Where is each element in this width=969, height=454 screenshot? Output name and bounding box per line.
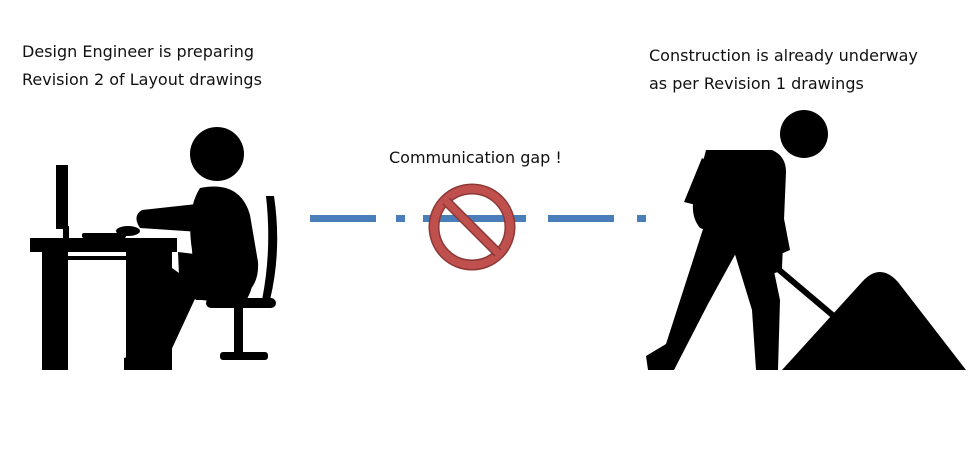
worker-back-leg <box>646 226 742 370</box>
construction-caption-line-2: as per Revision 1 drawings <box>649 74 864 93</box>
engineer-at-desk-icon <box>30 127 278 370</box>
construction-worker-icon <box>646 110 966 370</box>
prohibition-icon <box>428 183 516 271</box>
dash-segment <box>396 215 405 222</box>
communication-gap-label: Communication gap ! <box>389 148 562 167</box>
dash-segment <box>548 215 614 222</box>
engineer-caption: Design Engineer is preparing Revision 2 … <box>22 38 262 94</box>
chair-icon <box>206 196 278 360</box>
engineer-head-icon <box>190 127 244 181</box>
monitor-stand <box>63 226 69 238</box>
communication-dash-line <box>310 215 646 222</box>
worker-front-leg <box>730 238 780 370</box>
worker-head-icon <box>780 110 828 158</box>
worker-front-arm <box>758 156 790 256</box>
monitor-icon <box>56 165 68 229</box>
construction-caption: Construction is already underway as per … <box>649 42 918 98</box>
keyboard-icon <box>82 233 126 238</box>
construction-caption-line-1: Construction is already underway <box>649 46 918 65</box>
engineer-caption-line-2: Revision 2 of Layout drawings <box>22 70 262 89</box>
engineer-leg <box>124 268 200 370</box>
engineer-caption-line-1: Design Engineer is preparing <box>22 42 255 61</box>
worker-back-arm <box>684 158 716 206</box>
dash-segment <box>637 215 646 222</box>
shovel-handle <box>692 195 838 321</box>
engineer-arm <box>136 203 209 232</box>
dash-segment <box>310 215 376 222</box>
dirt-pile-icon <box>782 272 966 370</box>
mouse-icon <box>116 226 140 236</box>
dash-segment <box>423 215 526 222</box>
